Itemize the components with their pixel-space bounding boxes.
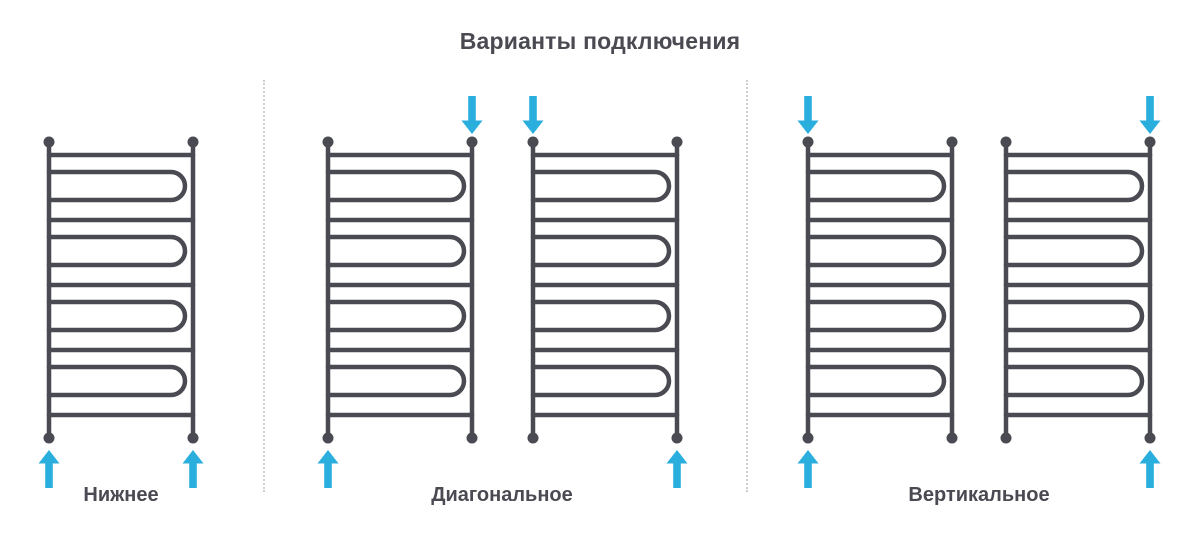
group-separator xyxy=(746,80,748,492)
group-separator xyxy=(263,80,265,492)
arrow-down-icon xyxy=(797,96,819,134)
radiator-diagram-diagonal-1 xyxy=(320,135,480,445)
group-label-vertical: Вертикальное xyxy=(908,484,1050,506)
arrow-up-icon xyxy=(182,450,204,488)
radiator-diagram-vertical-1 xyxy=(800,135,960,445)
radiator-diagram-diagonal-2 xyxy=(525,135,685,445)
group-label-bottom: Нижнее xyxy=(83,484,159,506)
arrow-up-icon xyxy=(1139,450,1161,488)
arrow-up-icon xyxy=(666,450,688,488)
arrow-down-icon xyxy=(1139,96,1161,134)
arrow-up-icon xyxy=(38,450,60,488)
arrow-up-icon xyxy=(797,450,819,488)
page-title: Варианты подключения xyxy=(459,28,741,54)
radiator-diagram-vertical-2 xyxy=(998,135,1158,445)
arrow-down-icon xyxy=(461,96,483,134)
radiator-diagram-bottom xyxy=(41,135,201,445)
arrow-down-icon xyxy=(522,96,544,134)
arrow-up-icon xyxy=(317,450,339,488)
group-label-diagonal: Диагональное xyxy=(431,484,573,506)
